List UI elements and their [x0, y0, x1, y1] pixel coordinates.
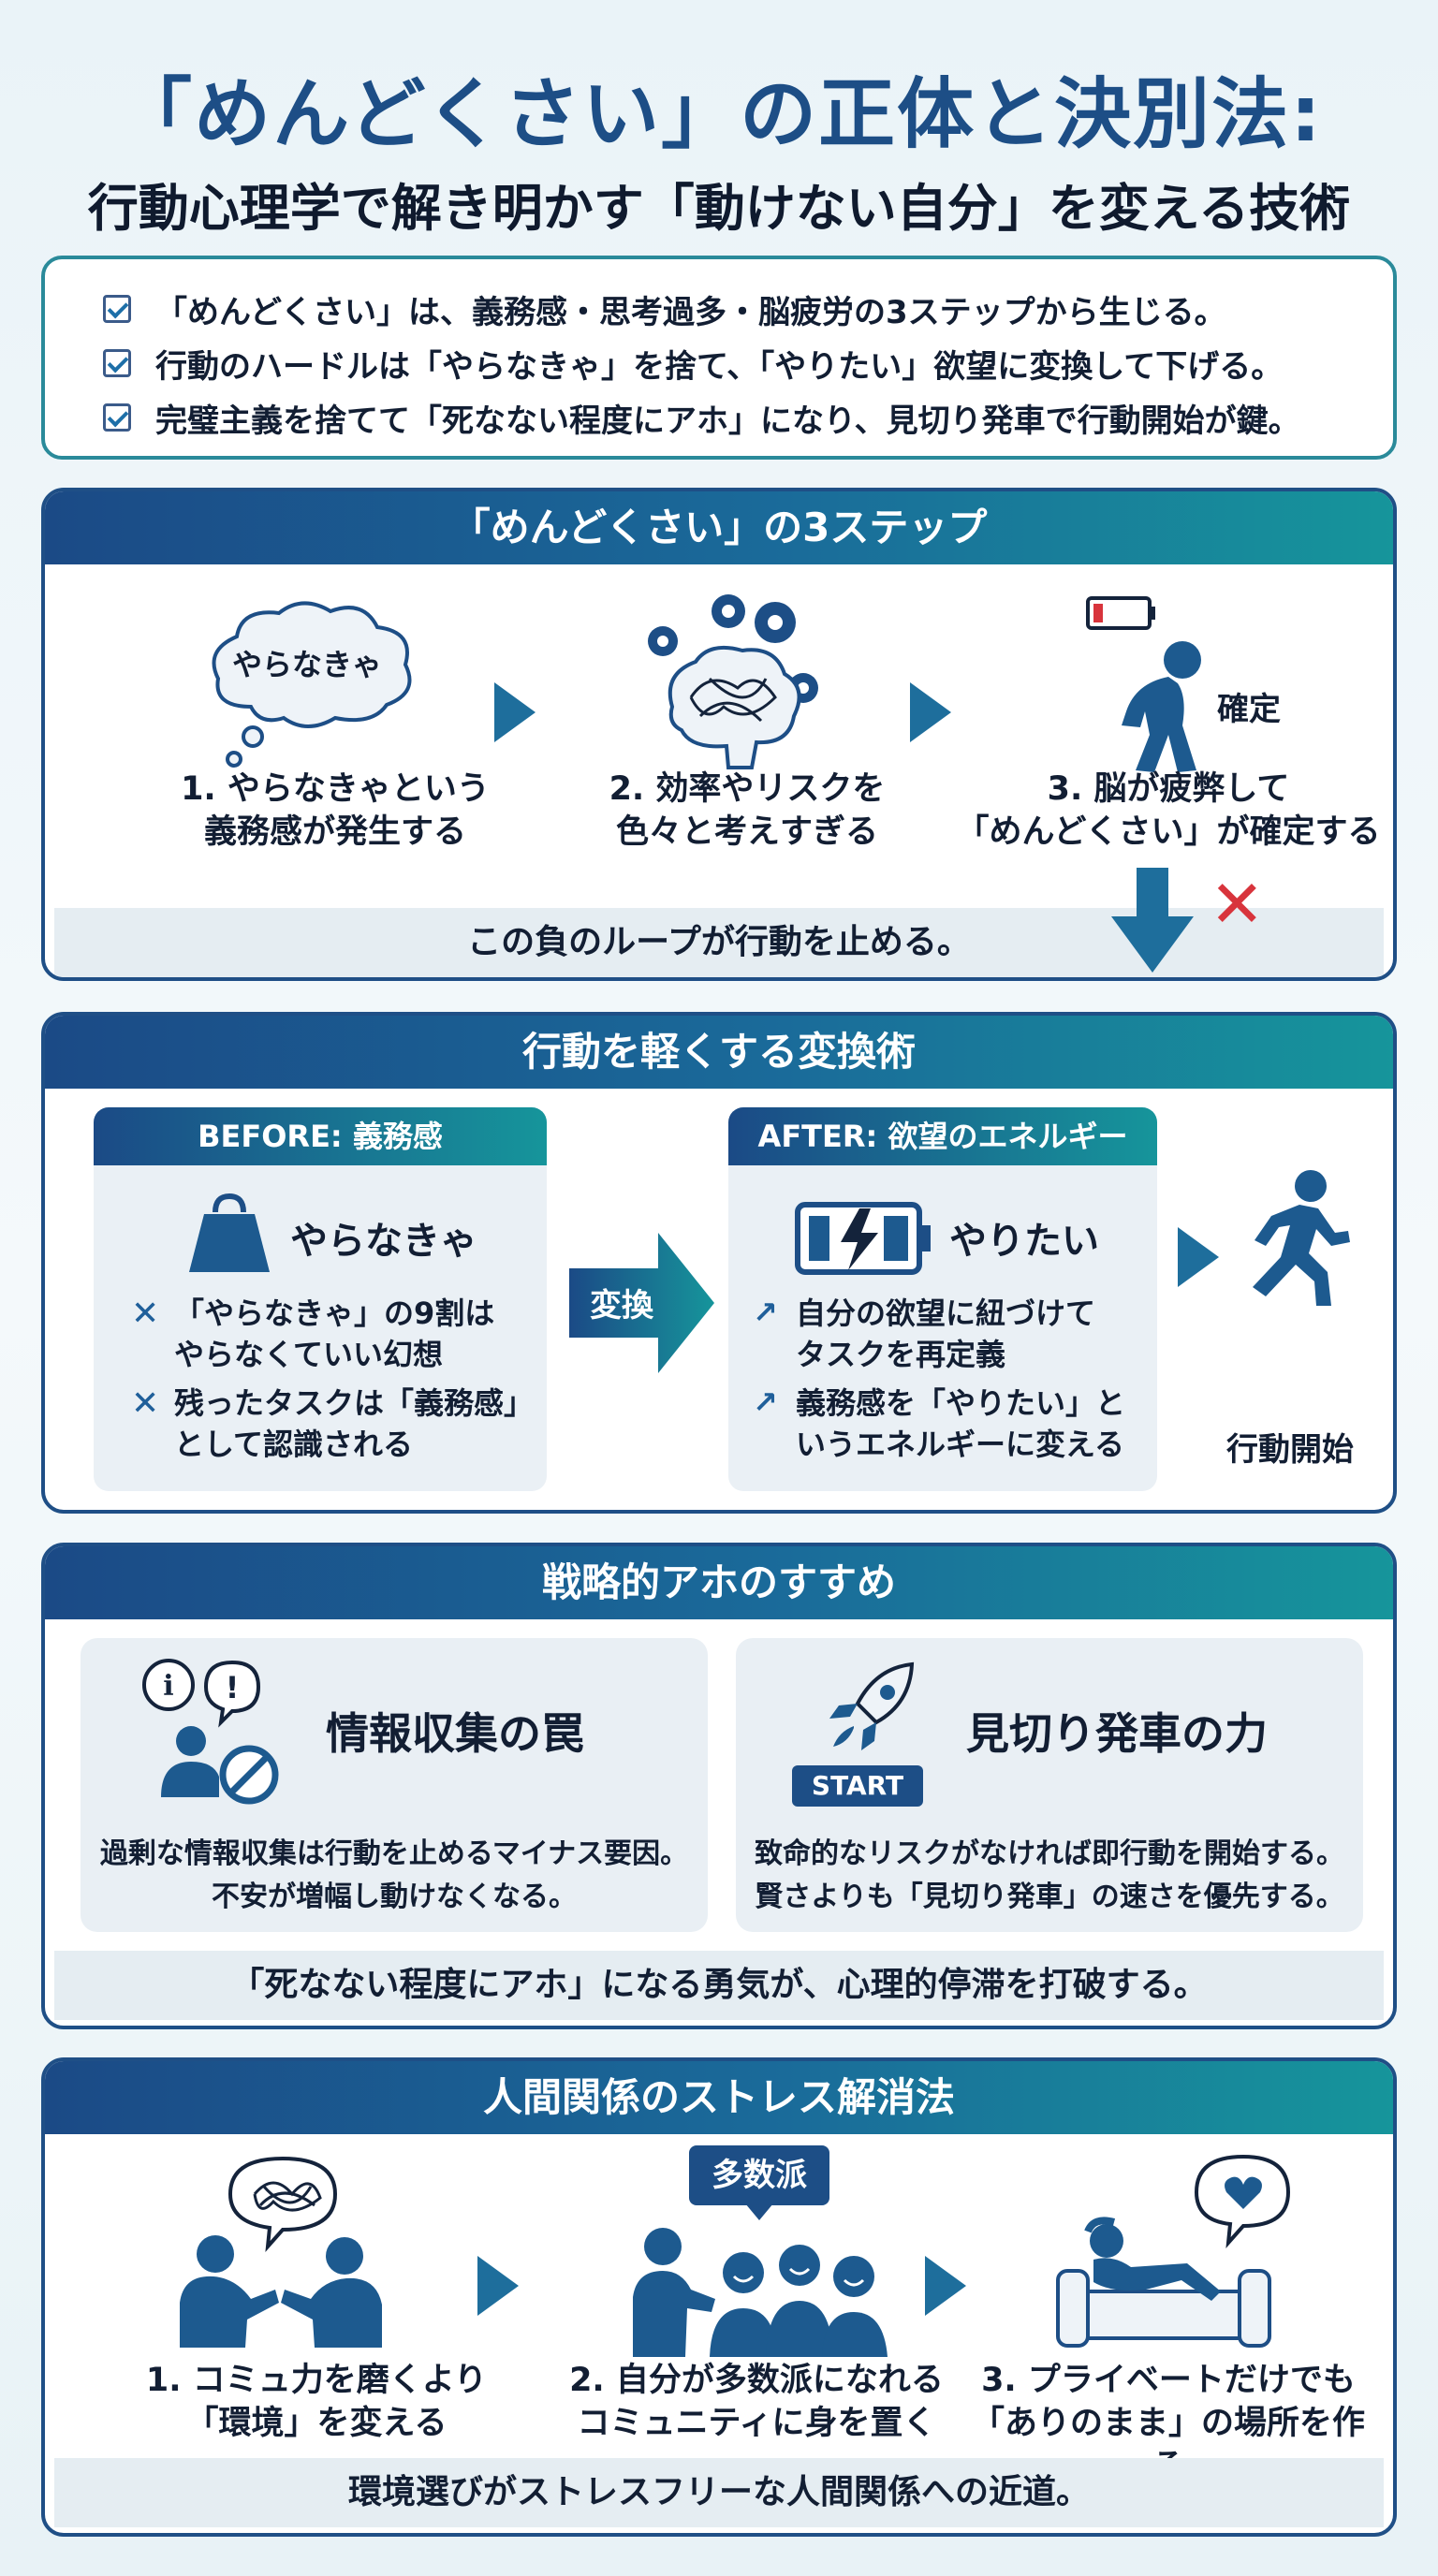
info-overload-icon: i !: [142, 1659, 279, 1805]
step-1-label: 1. コミュ力を磨くより「環境」を変える: [145, 2362, 488, 2442]
badge-tail: [745, 2203, 773, 2220]
bubble-text: やらなきゃ: [231, 647, 382, 682]
summary-item: 完璧主義を捨てて「死なない程度にアホ」になり、見切り発車で行動開始が鍵。: [103, 390, 1393, 445]
chevron-right-icon: [477, 2256, 519, 2316]
svg-text:i: i: [163, 1670, 173, 1703]
page-subtitle: 行動心理学で解き明かす「動けない自分」を変える技術: [87, 179, 1351, 238]
summary-item: 「めんどくさい」は、義務感・思考過多・脳疲労の3ステップから生じる。: [103, 282, 1393, 336]
section-footer: 環境選びがストレスフリーな人間関係への近道。: [54, 2458, 1384, 2527]
section-header: 戦略的アホのすすめ: [45, 1546, 1393, 1619]
section-strategic-aho: 戦略的アホのすすめ i ! 情報収集の罠 過剰な情報収集は行動を止めるマイナス要…: [41, 1543, 1397, 2029]
page-title: 「めんどくさい」の正体と決別法:: [115, 70, 1323, 159]
step-2-label: 2. 効率やリスクを色々と考えすぎる: [609, 770, 886, 851]
thought-bubble-icon: [212, 601, 412, 768]
chevron-right-icon: [910, 682, 951, 742]
before-title: やらなきゃ: [290, 1220, 477, 1263]
section-header: 行動を軽くする変換術: [45, 1016, 1393, 1089]
convert-label: 変換: [590, 1287, 653, 1325]
before-point: 「やらなきゃ」の9割はやらなくていい幻想: [174, 1295, 495, 1372]
checkbox-icon: [103, 349, 131, 377]
checkbox-icon: [103, 295, 131, 323]
info-trap-card: i ! 情報収集の罠 過剰な情報収集は行動を止めるマイナス要因。不安が増幅し動け…: [81, 1638, 708, 1932]
trend-up-icon: ↗: [753, 1384, 778, 1420]
majority-badge: 多数派: [689, 2145, 829, 2205]
chevron-right-icon: [1178, 1227, 1219, 1287]
cross-icon: ✕: [131, 1384, 160, 1423]
brain-gears-icon: [648, 594, 818, 769]
cross-icon: ✕: [1210, 866, 1265, 943]
after-point: 自分の欲望に紐づけてタスクを再定義: [796, 1295, 1096, 1372]
before-panel: BEFORE: 義務感 やらなきゃ ✕ 「やらなきゃ」の9割はやらなくていい幻想…: [94, 1107, 547, 1491]
step-2-label: 2. 自分が多数派になれるコミュニティに身を置く: [569, 2362, 944, 2442]
action-label: 行動開始: [1226, 1431, 1354, 1469]
running-person-icon: [1253, 1170, 1350, 1306]
after-title: やりたい: [949, 1220, 1099, 1263]
summary-box: 「めんどくさい」は、義務感・思考過多・脳疲労の3ステップから生じる。 行動のハー…: [41, 256, 1397, 460]
section-relationship-stress: 人間関係のストレス解消法 多数派: [41, 2057, 1397, 2537]
section-header: 「めんどくさい」の3ステップ: [45, 491, 1393, 564]
convert-arrow-icon: [569, 1233, 714, 1373]
before-panel-header: BEFORE: 義務感: [94, 1107, 547, 1165]
card-text: 致命的なリスクがなければ即行動を開始する。賢さよりも「見切り発車」の速さを優先す…: [755, 1837, 1344, 1913]
checkbox-icon: [103, 403, 131, 432]
conversation-icon: [180, 2156, 382, 2348]
card-title: 情報収集の罠: [326, 1708, 584, 1759]
jump-start-card: START 見切り発車の力 致命的なリスクがなければ即行動を開始する。賢さよりも…: [736, 1638, 1363, 1932]
chevron-right-icon: [494, 682, 536, 742]
section-three-steps: 「めんどくさい」の3ステップ やらなきゃ 確定 1. やらなきゃという義務感が発…: [41, 488, 1397, 981]
before-point: 残ったタスクは「義務感」として認識される: [174, 1385, 535, 1462]
step-3-label: 3. プライベートだけでも「ありのまま」の場所を作る: [971, 2362, 1365, 2485]
section-header: 人間関係のストレス解消法: [45, 2061, 1393, 2134]
summary-item: 行動のハードルは「やらなきゃ」を捨て、「やりたい」欲望に変換して下げる。: [103, 336, 1393, 390]
relaxing-person-icon: [1056, 2154, 1291, 2348]
cross-icon: ✕: [131, 1295, 160, 1333]
chevron-right-icon: [925, 2256, 966, 2316]
down-arrow-icon: [1111, 868, 1194, 973]
confirm-label: 確定: [1217, 691, 1281, 728]
trend-up-icon: ↗: [753, 1295, 778, 1330]
tired-person-icon: [1086, 596, 1201, 772]
card-text: 過剰な情報収集は行動を止めるマイナス要因。不安が増幅し動けなくなる。: [99, 1837, 689, 1913]
step-3-label: 3. 脳が疲弊して「めんどくさい」が確定する: [956, 770, 1381, 851]
step-1-label: 1. やらなきゃという義務感が発生する: [181, 770, 490, 851]
battery-charge-icon: [795, 1202, 931, 1275]
group-people-icon: [633, 2228, 888, 2357]
rocket-icon: [829, 1661, 915, 1750]
card-title: 見切り発車の力: [966, 1708, 1268, 1759]
after-point: 義務感を「やりたい」というエネルギーに変える: [796, 1385, 1126, 1462]
after-panel: AFTER: 欲望のエネルギー やりたい ↗ 自分の欲望に紐づけてタスクを再定義…: [728, 1107, 1157, 1491]
section-conversion: 行動を軽くする変換術 BEFORE: 義務感 やらなきゃ ✕ 「やらなきゃ」の9…: [41, 1012, 1397, 1514]
start-badge: START: [792, 1765, 923, 1807]
svg-text:!: !: [226, 1670, 240, 1705]
after-panel-header: AFTER: 欲望のエネルギー: [728, 1107, 1157, 1165]
section-footer: 「死なない程度にアホ」になる勇気が、心理的停滞を打破する。: [54, 1951, 1384, 2020]
weight-icon: [189, 1193, 270, 1272]
